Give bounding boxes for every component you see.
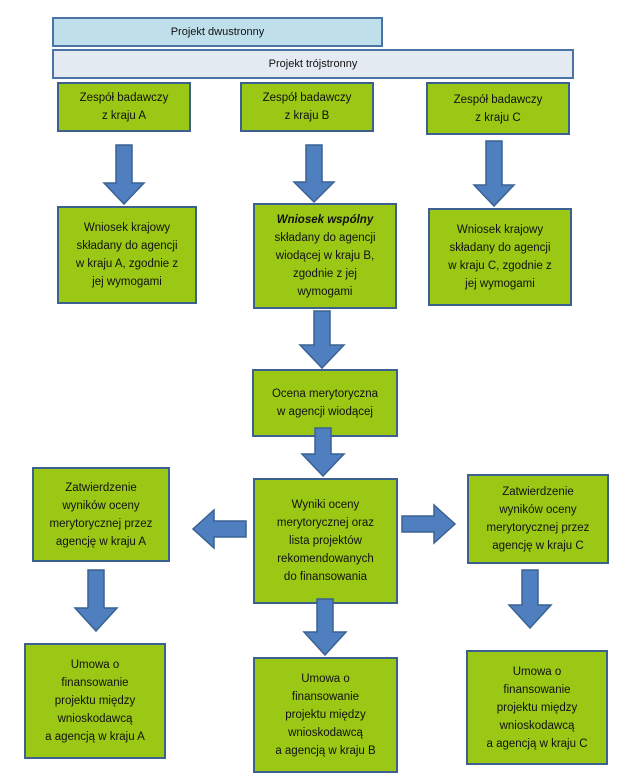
- contract-c-line-3: projektu między: [496, 701, 578, 714]
- results-line-1: Wyniki oceny: [291, 499, 360, 511]
- contract-box-b: Umowa o finansowanie projektu między wni…: [253, 657, 398, 773]
- team-box-a: Zespół badawczy z kraju A: [57, 82, 191, 132]
- team-b-line-2: z kraju B: [284, 110, 330, 122]
- contract-a-line-5: a agencją w kraju A: [45, 731, 145, 743]
- application-box-a: Wniosek krajowy składany do agencji w kr…: [57, 206, 197, 304]
- team-box-c: Zespół badawczy z kraju C: [426, 82, 570, 135]
- application-a-line-4: jej wymogami: [92, 276, 162, 288]
- approval-a-line-1: Zatwierdzenie: [65, 481, 137, 494]
- bilateral-project-label: Projekt dwustronny: [170, 26, 265, 38]
- trilateral-project-bar: Projekt trójstronny: [52, 49, 574, 79]
- approval-a-line-4: agencję w kraju A: [55, 535, 147, 548]
- contract-c-line-4: wnioskodawcą: [499, 719, 575, 732]
- results-line-2: merytorycznej oraz: [276, 517, 375, 529]
- results-line-4: rekomendowanych: [277, 553, 374, 565]
- approval-c-line-3: merytorycznej przez: [486, 522, 590, 534]
- application-b-line-1: składany do agencji: [274, 232, 376, 244]
- application-c-line-3: w kraju C, zgodnie z: [448, 260, 552, 272]
- application-c-line-4: jej wymogami: [465, 278, 535, 290]
- contract-c-line-2: finansowanie: [503, 683, 571, 696]
- arrow-right-to-approval-c: [401, 503, 457, 545]
- application-a-line-3: w kraju A, zgodnie z: [75, 258, 179, 270]
- arrow-down-application-b: [298, 310, 346, 370]
- application-b-line-2: wiodącej w kraju B,: [275, 250, 375, 262]
- contract-a-line-3: projektu między: [54, 695, 136, 707]
- application-box-b: Wniosek wspólny składany do agencji wiod…: [253, 203, 397, 309]
- contract-a-line-2: finansowanie: [61, 677, 129, 689]
- contract-c-line-5: a agencją w kraju C: [486, 737, 588, 750]
- contract-box-c: Umowa o finansowanie projektu między wni…: [466, 650, 608, 765]
- arrow-left-to-approval-a: [191, 508, 247, 550]
- contract-b-line-1: Umowa o: [301, 673, 350, 685]
- contract-a-line-4: wnioskodawcą: [57, 713, 133, 725]
- approval-c-line-2: wyników oceny: [499, 504, 577, 516]
- application-b-title: Wniosek wspólny: [276, 214, 374, 226]
- arrow-down-approval-a: [73, 569, 119, 633]
- results-line-5: do finansowania: [283, 571, 368, 583]
- bilateral-project-bar: Projekt dwustronny: [52, 17, 383, 47]
- approval-c-line-4: agencję w kraju C: [492, 540, 584, 552]
- arrow-down-results: [302, 598, 348, 657]
- contract-b-line-3: projektu między: [285, 709, 366, 721]
- application-b-line-4: wymogami: [297, 286, 353, 298]
- approval-box-a: Zatwierdzenie wyników oceny merytoryczne…: [32, 467, 170, 562]
- team-b-line-1: Zespół badawczy: [262, 92, 352, 104]
- team-c-line-1: Zespół badawczy: [453, 93, 543, 106]
- application-b-line-3: zgodnie z jej: [293, 268, 357, 280]
- results-line-3: lista projektów: [289, 535, 362, 547]
- application-a-line-1: Wniosek krajowy: [83, 222, 171, 234]
- application-c-line-1: Wniosek krajowy: [456, 224, 544, 236]
- arrow-down-team-c: [472, 140, 516, 208]
- contract-a-line-1: Umowa o: [70, 659, 120, 671]
- approval-box-c: Zatwierdzenie wyników oceny merytoryczne…: [467, 474, 609, 564]
- contract-box-a: Umowa o finansowanie projektu między wni…: [24, 643, 166, 759]
- approval-a-line-2: wyników oceny: [62, 499, 140, 512]
- evaluation-box: Ocena merytoryczna w agencji wiodącej: [252, 369, 398, 437]
- evaluation-line-2: w agencji wiodącej: [277, 406, 373, 418]
- application-c-line-2: składany do agencji: [449, 242, 551, 254]
- application-box-c: Wniosek krajowy składany do agencji w kr…: [428, 208, 572, 306]
- contract-b-line-4: wnioskodawcą: [288, 727, 363, 739]
- team-c-line-2: z kraju C: [475, 111, 521, 124]
- contract-c-line-1: Umowa o: [512, 665, 562, 678]
- team-box-b: Zespół badawczy z kraju B: [240, 82, 374, 132]
- team-a-line-1: Zespół badawczy: [79, 92, 169, 104]
- application-a-line-2: składany do agencji: [76, 240, 178, 252]
- approval-c-line-1: Zatwierdzenie: [502, 486, 574, 498]
- arrow-down-team-b: [292, 144, 336, 204]
- contract-b-line-2: finansowanie: [291, 691, 360, 703]
- approval-a-line-3: merytorycznej przez: [49, 517, 153, 530]
- arrow-down-approval-c: [507, 569, 553, 630]
- contract-b-line-5: a agencją w kraju B: [275, 745, 376, 757]
- evaluation-line-1: Ocena merytoryczna: [271, 388, 379, 400]
- team-a-line-2: z kraju A: [101, 110, 147, 122]
- arrow-down-team-a: [102, 144, 146, 206]
- trilateral-project-label: Projekt trójstronny: [268, 58, 358, 70]
- results-box: Wyniki oceny merytorycznej oraz lista pr…: [253, 478, 398, 604]
